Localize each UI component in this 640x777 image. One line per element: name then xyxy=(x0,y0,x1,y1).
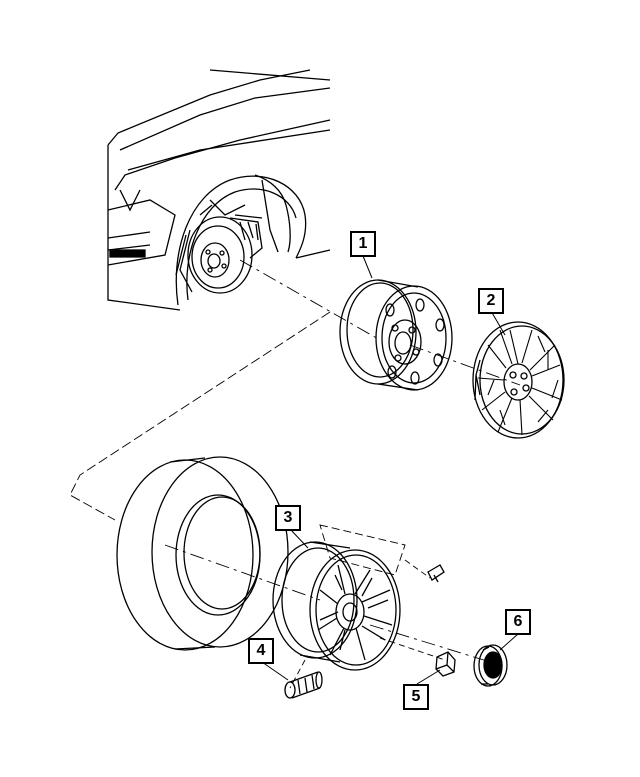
alloy-wheel-part-3 xyxy=(273,542,400,670)
callout-6: 6 xyxy=(505,609,531,635)
center-cap-part-6 xyxy=(474,645,507,686)
leader-lines xyxy=(262,256,518,684)
wheel-stud-part-4 xyxy=(285,672,322,698)
valve-stem xyxy=(428,565,444,582)
assembly-centerlines xyxy=(70,260,520,688)
callout-2: 2 xyxy=(478,288,504,314)
callout-5: 5 xyxy=(403,684,429,710)
callout-3: 3 xyxy=(275,505,301,531)
lug-nut-part-5 xyxy=(436,652,455,676)
steel-wheel-part-1 xyxy=(340,280,452,390)
callout-4: 4 xyxy=(248,638,274,664)
callout-1: 1 xyxy=(350,231,376,257)
wheel-cover-part-2 xyxy=(473,322,564,438)
tire xyxy=(117,457,288,650)
brake-rotor xyxy=(176,215,262,293)
vehicle-fender xyxy=(108,70,330,310)
